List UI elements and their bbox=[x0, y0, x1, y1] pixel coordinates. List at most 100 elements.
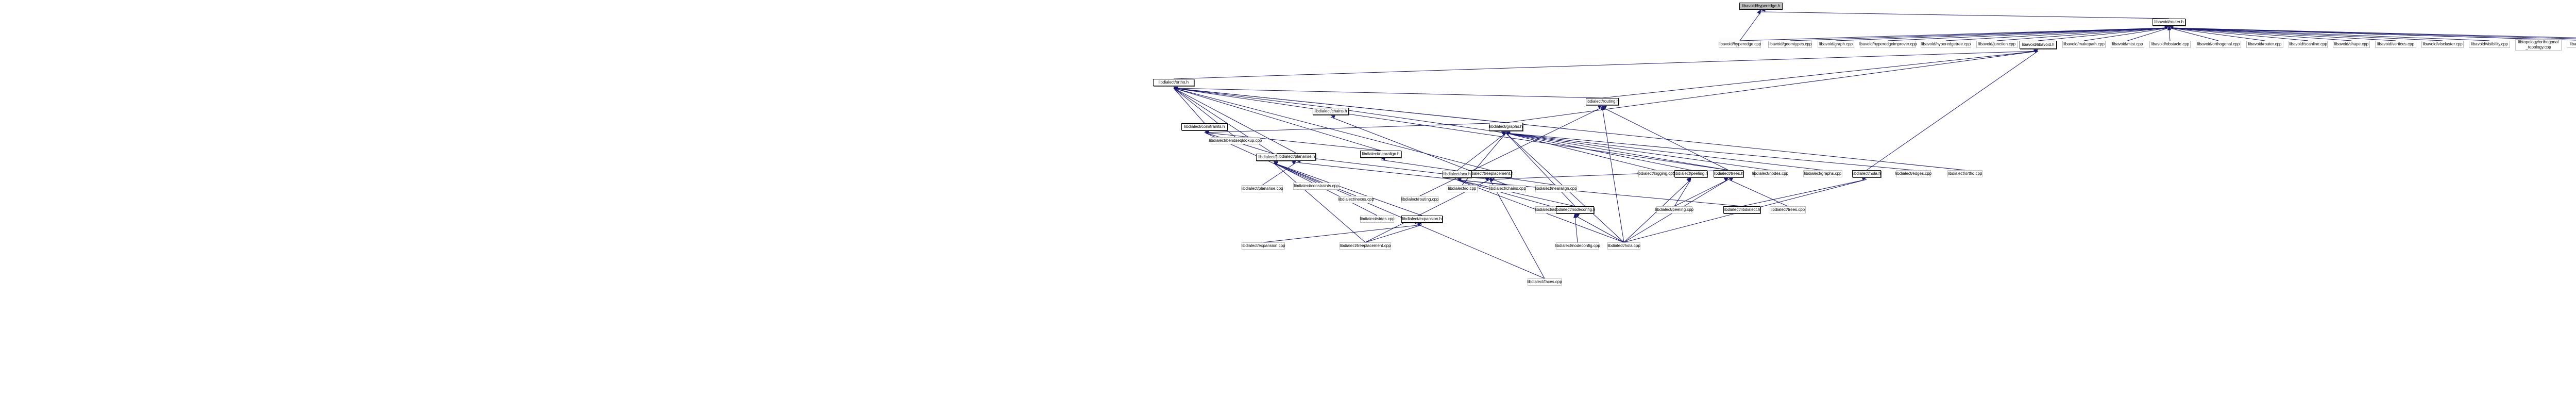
graph-node-sides-cpp[interactable]: libdialect/sides.cpp bbox=[1360, 216, 1395, 223]
edge-nexes_cpp-to-faces_h bbox=[1273, 162, 1357, 196]
graph-node-peeling-cpp[interactable]: libdialect/peeling.cpp bbox=[1655, 206, 1693, 213]
graph-node-peeling-h[interactable]: libdialect/peeling.h bbox=[1674, 170, 1708, 177]
edge-graphs_h-to-libavoid_h bbox=[1505, 51, 2039, 123]
graph-node-graphs-cpp[interactable]: libdialect/graphs.cpp bbox=[1803, 170, 1842, 177]
edge-aca_h-to-graphs_h bbox=[1456, 133, 1506, 171]
edge-graphs_h-to-constraints_h bbox=[1204, 122, 1506, 133]
edge-nearalign_h-to-ortho_h bbox=[1173, 88, 1381, 151]
graph-node-edges-cpp[interactable]: libdialect/edges.cpp bbox=[1895, 170, 1931, 177]
graph-node-shape-cpp[interactable]: libavoid/shape.cpp bbox=[2333, 41, 2370, 48]
graph-node-constraints-h[interactable]: libdialect/constraints.h bbox=[1181, 123, 1228, 130]
edge-makepath_cpp-to-router_h bbox=[2083, 27, 2170, 41]
graph-node-hola-h[interactable]: libdialect/hola.h bbox=[1852, 170, 1881, 177]
edge-treeplacement_cpp-to-faces_h bbox=[1273, 162, 1366, 243]
graph-node-trees-cpp[interactable]: libdialect/trees.cpp bbox=[1770, 206, 1806, 213]
edge-logging_cpp-to-graphs_h bbox=[1505, 133, 1656, 171]
arrowhead-icon bbox=[2033, 48, 2039, 53]
edge-scanline_cpp-to-router_h bbox=[2168, 27, 2309, 41]
graph-node-bendseqlookup-cpp[interactable]: libdialect/bendseqlookup.cpp bbox=[1209, 137, 1262, 144]
graph-node-junction-cpp[interactable]: libavoid/junction.cpp bbox=[1976, 41, 2018, 48]
graph-node-connectionpin-cpp[interactable]: libavoid/connectionpin.cpp bbox=[2567, 41, 2576, 48]
graph-node-treeplacement-cpp[interactable]: libdialect/treeplacement.cpp bbox=[1340, 242, 1391, 250]
graph-node-mtst-cpp[interactable]: libavoid/mtst.cpp bbox=[2111, 41, 2144, 48]
graph-node-geomtypes-cpp[interactable]: libavoid/geomtypes.cpp bbox=[1768, 41, 1812, 48]
graph-node-nodes-cpp[interactable]: libdialect/nodes.cpp bbox=[1752, 170, 1788, 177]
graph-node-visibility-cpp[interactable]: libavoid/visibility.cpp bbox=[2469, 41, 2510, 48]
graph-node-planarise-h[interactable]: libdialect/planarise.h bbox=[1277, 153, 1316, 160]
arrowhead-icon bbox=[1723, 177, 1730, 182]
graph-node-orthogonal-cpp[interactable]: libavoid/orthogonal.cpp bbox=[2196, 41, 2241, 48]
edge-connend_cpp-to-router_h bbox=[2168, 27, 2576, 38]
graph-node-logging-cpp[interactable]: libdialect/logging.cpp bbox=[1637, 170, 1675, 177]
graph-node-graph-cpp[interactable]: libavoid/graph.cpp bbox=[1818, 41, 1854, 48]
edge-chains_h-to-ortho_h bbox=[1173, 88, 1331, 108]
arrowhead-icon bbox=[1601, 105, 1607, 109]
graph-node-routing-h[interactable]: libdialect/routing.h bbox=[1586, 98, 1619, 105]
edge-libdialect_h-to-hola_h bbox=[1741, 179, 1867, 207]
arrowhead-icon bbox=[1291, 160, 1297, 165]
graph-node-obstacle-cpp[interactable]: libavoid/obstacle.cpp bbox=[2149, 41, 2191, 48]
edge-faces_cpp-to-treeplacement_h bbox=[1489, 179, 1545, 279]
graph-node-planarise-cpp[interactable]: libdialect/planarise.cpp bbox=[1242, 185, 1283, 192]
graph-node-chains-cpp[interactable]: libdialect/chains.cpp bbox=[1489, 185, 1526, 192]
arrowhead-icon bbox=[1330, 114, 1336, 119]
edge-treeplacement_h-to-ortho_h bbox=[1173, 88, 1490, 171]
graph-node-hola-cpp[interactable]: libdialect/hola.cpp bbox=[1607, 242, 1640, 250]
graph-node-ortho-cpp[interactable]: libdialect/ortho.cpp bbox=[1947, 170, 1982, 177]
arrowhead-icon bbox=[1505, 130, 1511, 136]
graph-node-io-cpp[interactable]: libdialect/io.cpp bbox=[1447, 185, 1478, 192]
edge-expansion_h-to-faces_h bbox=[1273, 162, 1422, 216]
edge-mtst_cpp-to-router_h bbox=[2127, 27, 2170, 41]
graph-node-treeplacement-h[interactable]: libdialect/treeplacement.h bbox=[1467, 170, 1513, 177]
edge-viscluster_cpp-to-router_h bbox=[2168, 27, 2443, 41]
edge-hyperedge_cpp-to-hyperedge_h bbox=[1739, 11, 1761, 41]
graph-node-router-h[interactable]: libavoid/router.h bbox=[2153, 19, 2185, 26]
edge-trees_h-to-ortho_h bbox=[1173, 88, 1729, 171]
edge-nodes_cpp-to-graphs_h bbox=[1505, 133, 1771, 171]
graph-node-viscluster-cpp[interactable]: libavoid/viscluster.cpp bbox=[2421, 41, 2464, 48]
graph-node-nearalign-cpp[interactable]: libdialect/nearalign.cpp bbox=[1535, 185, 1577, 192]
edge-graph_cpp-to-router_h bbox=[1836, 27, 2170, 41]
arrowhead-icon bbox=[1686, 177, 1692, 182]
graph-node-chains-h[interactable]: libdialect/chains.h bbox=[1313, 108, 1349, 115]
graph-node-hyperedge-cpp[interactable]: libavoid/hyperedge.cpp bbox=[1719, 41, 1761, 48]
arrowhead-icon bbox=[1204, 130, 1210, 134]
graph-node-graphs-h[interactable]: libdialect/graphs.h bbox=[1489, 123, 1523, 131]
edge-edges_cpp-to-graphs_h bbox=[1505, 133, 1914, 171]
arrowhead-icon bbox=[1501, 130, 1506, 136]
graph-node-expansion-cpp[interactable]: libdialect/expansion.cpp bbox=[1242, 242, 1285, 250]
graph-node-scanline-cpp[interactable]: libavoid/scanline.cpp bbox=[2289, 41, 2328, 48]
edge-nearalign_h-to-constraints_h bbox=[1204, 132, 1381, 151]
graph-node-faces-cpp[interactable]: libdialect/faces.cpp bbox=[1527, 278, 1562, 286]
graph-node-router-cpp[interactable]: libavoid/router.cpp bbox=[2246, 41, 2283, 48]
edge-routing_h-to-ortho_h bbox=[1173, 88, 1603, 98]
graph-node-nodeconfig-h[interactable]: libdialect/nodeconfig.h bbox=[1554, 206, 1596, 213]
edge-peeling_cpp-to-peeling_h bbox=[1674, 179, 1691, 207]
arrowhead-icon bbox=[1597, 105, 1603, 109]
graph-node-makepath-cpp[interactable]: libavoid/makepath.cpp bbox=[2062, 41, 2106, 48]
edge-ortho_h-to-libavoid_h bbox=[1173, 51, 2039, 79]
edge-nodeconfig_h-to-graphs_h bbox=[1505, 133, 1575, 207]
arrowhead-icon bbox=[1273, 160, 1279, 164]
edge-constraints_h-to-ortho_h bbox=[1173, 88, 1205, 124]
graph-node-expansion-h[interactable]: libdialect/expansion.h bbox=[1401, 216, 1443, 223]
graph-node-nexes-cpp[interactable]: libdialect/nexes.cpp bbox=[1338, 196, 1374, 203]
edge-peeling_cpp-to-trees_h bbox=[1674, 179, 1729, 207]
graph-node-trees-h[interactable]: libdialect/trees.h bbox=[1714, 170, 1743, 177]
graph-node-orthogonal-topology-cpp[interactable]: libtopology/orthogonal _topology.cpp bbox=[2515, 39, 2562, 51]
edge-hola_h-to-libavoid_h bbox=[1866, 51, 2039, 171]
graph-node-nearalign-h[interactable]: libdialect/nearalign.h bbox=[1360, 151, 1401, 158]
edge-orthogonal_cpp-to-router_h bbox=[2168, 27, 2219, 41]
graph-node-hyperedgeimprover-cpp[interactable]: libavoid/hyperedgeimprover.cpp bbox=[1859, 41, 1917, 48]
graph-node-hyperedgetree-cpp[interactable]: libavoid/hyperedgetree.cpp bbox=[1921, 41, 1971, 48]
graph-node-routing-cpp[interactable]: libdialect/routing.cpp bbox=[1401, 196, 1438, 203]
edge-expansion_cpp-to-expansion_h bbox=[1263, 224, 1422, 243]
graph-node-constraints-cpp[interactable]: libdialect/constraints.cpp bbox=[1293, 183, 1340, 190]
graph-node-ortho-h[interactable]: libdialect/ortho.h bbox=[1153, 79, 1194, 86]
graph-node-libdialect-h[interactable]: libdialect/libdialect.h bbox=[1723, 206, 1760, 213]
graph-node-vertices-cpp[interactable]: libavoid/vertices.cpp bbox=[2375, 41, 2416, 48]
graph-node-nodeconfig-cpp[interactable]: libdialect/nodeconfig.cpp bbox=[1555, 242, 1600, 250]
graph-node-libavoid-h[interactable]: libavoid/libavoid.h bbox=[2020, 41, 2057, 49]
graph-node-aca-h[interactable]: libdialect/aca.h bbox=[1443, 171, 1471, 178]
